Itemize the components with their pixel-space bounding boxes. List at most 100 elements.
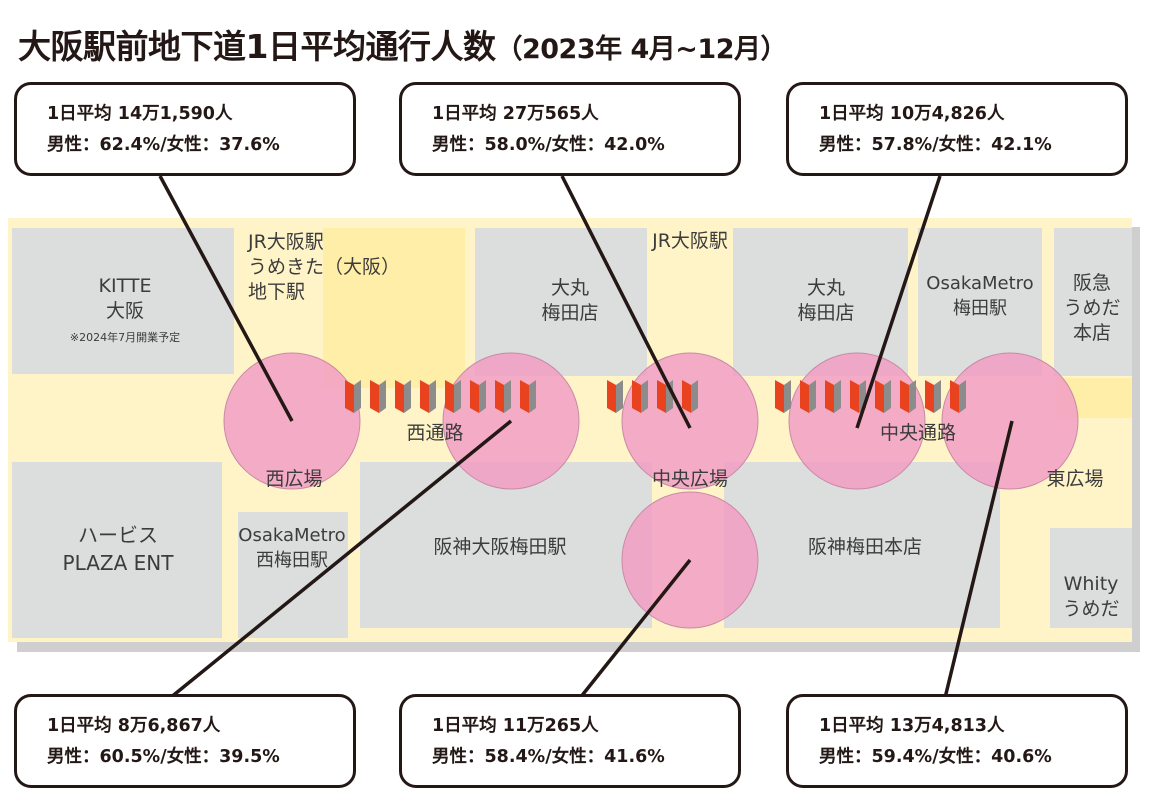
sensor-flap-grey [529, 380, 536, 413]
sensor-flap-grey [429, 380, 436, 413]
building-daimaru-east [733, 228, 908, 376]
sensor-flap-red [607, 380, 616, 413]
callout-count: 1日平均 27万565人 [432, 104, 599, 124]
label-metro-umeda-1: OsakaMetro [926, 273, 1034, 294]
callout-gender: 男性：62.4%/女性：37.6% [47, 135, 280, 155]
callout-central-plaza-south: 1日平均 11万265人 男性：58.4%/女性：41.6% [399, 694, 741, 788]
sensor-flap-grey [404, 380, 411, 413]
building-metro-umeda [918, 228, 1042, 376]
building-hankyu [1054, 228, 1132, 376]
sensor-flap-red [900, 380, 909, 413]
circle-central-plaza [621, 352, 759, 490]
callout-central-passage: 1日平均 10万4,826人 男性：57.8%/女性：42.1% [786, 82, 1128, 176]
building-herbis [12, 462, 222, 638]
sensor-flap-grey [479, 380, 486, 413]
building-metro-nishi [238, 512, 348, 638]
label-kitte-note: ※2024年7月開業予定 [69, 331, 181, 344]
sensor-flap-grey [959, 380, 966, 413]
circle-east-plaza [941, 352, 1079, 490]
label-nishi-hiroba: 西広場 [265, 468, 323, 490]
callout-west-plaza: 1日平均 14万1,590人 男性：62.4%/女性：37.6% [14, 82, 356, 176]
label-whity: Whity うめだ [1050, 572, 1132, 622]
sensor-flap-grey [454, 380, 461, 413]
sensor-flap-red [445, 380, 454, 413]
buildings [12, 228, 1132, 638]
label-herbis-2: PLAZA ENT [62, 551, 174, 575]
sensor-flap-red [395, 380, 404, 413]
label-whity-1: Whity [1063, 573, 1119, 595]
building-hanshin-osaka [360, 462, 652, 628]
label-metro-nishi-1: OsakaMetro [238, 525, 346, 546]
callout-gender: 男性：59.4%/女性：40.6% [819, 747, 1052, 767]
label-jr-umekita-1: JR大阪駅 [248, 231, 324, 253]
sensor-flap-grey [641, 380, 648, 413]
sensor-flap-red [850, 380, 859, 413]
sensor-flap-red [520, 380, 529, 413]
sensor-flap-red [800, 380, 809, 413]
page-title: 大阪駅前地下道1日平均通行人数（2023年 4月~12月） [18, 20, 787, 68]
label-kitte-osaka: 大阪 [105, 300, 144, 322]
label-daimaru-west: 大丸 梅田店 [510, 276, 630, 326]
building-daimaru-west [475, 228, 647, 376]
callout-count: 1日平均 10万4,826人 [819, 104, 1005, 124]
label-herbis: ハービス PLAZA ENT [30, 521, 206, 577]
sensor-flap-red [495, 380, 504, 413]
label-hankyu-2: うめだ [1063, 297, 1121, 319]
label-daimaru-east-1: 大丸 [806, 277, 845, 299]
sensor-flap-red [420, 380, 429, 413]
label-jr-umekita: JR大阪駅 うめきた（大阪） 地下駅 [248, 230, 400, 305]
building-kitte [12, 228, 234, 374]
sensor-flap-grey [784, 380, 791, 413]
callout-east-plaza: 1日平均 13万4,813人 男性：59.4%/女性：40.6% [786, 694, 1128, 788]
title-period: （2023年 4月~12月） [495, 34, 787, 65]
sensor-flap-red [632, 380, 641, 413]
label-daimaru-west-2: 梅田店 [541, 302, 599, 324]
callout-west-passage: 1日平均 8万6,867人 男性：60.5%/女性：39.5% [14, 694, 356, 788]
label-chuo-tsuro: 中央通路 [879, 422, 956, 444]
label-hankyu: 阪急 うめだ 本店 [1056, 271, 1128, 346]
sensor-flap-red [875, 380, 884, 413]
label-hankyu-3: 本店 [1072, 322, 1111, 344]
callout-central-plaza: 1日平均 27万565人 男性：58.0%/女性：42.0% [399, 82, 741, 176]
callout-gender: 男性：58.0%/女性：42.0% [432, 135, 665, 155]
sensor-flap-grey [616, 380, 623, 413]
label-daimaru-east: 大丸 梅田店 [766, 276, 886, 326]
callout-gender: 男性：60.5%/女性：39.5% [47, 747, 280, 767]
building-hanshin-honten [724, 462, 1000, 628]
sensor-flaps [345, 380, 966, 413]
label-hankyu-1: 阪急 [1072, 272, 1111, 294]
label-jr-umekita-3: 地下駅 [248, 281, 306, 303]
label-jr-osaka: JR大阪駅 [652, 230, 728, 252]
sensor-flap-red [950, 380, 959, 413]
building-whity [1050, 528, 1132, 628]
label-daimaru-west-1: 大丸 [550, 277, 589, 299]
sensor-flap-grey [834, 380, 841, 413]
leader-lines [158, 175, 1014, 700]
label-metro-nishi: OsakaMetro 西梅田駅 [232, 523, 352, 573]
label-whity-2: うめだ [1062, 598, 1120, 620]
sensor-flap-red [825, 380, 834, 413]
sensor-flap-red [925, 380, 934, 413]
sensor-flap-grey [691, 380, 698, 413]
callout-count: 1日平均 11万265人 [432, 716, 599, 736]
sensor-flap-grey [354, 380, 361, 413]
sensor-flap-grey [809, 380, 816, 413]
label-nishi-tsuro: 西通路 [406, 422, 464, 444]
title-main: 大阪駅前地下道1日平均通行人数 [18, 27, 496, 66]
sensor-flap-red [470, 380, 479, 413]
callout-count: 1日平均 8万6,867人 [47, 716, 221, 736]
label-jr-umekita-2: うめきた（大阪） [248, 256, 401, 278]
leader-central-plaza [560, 175, 692, 429]
callout-gender: 男性：57.8%/女性：42.1% [819, 135, 1052, 155]
label-metro-umeda: OsakaMetro 梅田駅 [918, 271, 1042, 321]
sensor-flap-red [657, 380, 666, 413]
label-kitte: KITTE 大阪 ※2024年7月開業予定 [30, 274, 220, 346]
label-hanshin-honten: 阪神梅田本店 [807, 536, 922, 558]
sensor-flap-grey [934, 380, 941, 413]
sensor-flap-red [345, 380, 354, 413]
callout-count: 1日平均 13万4,813人 [819, 716, 1005, 736]
label-higashi-hiroba: 東広場 [1046, 468, 1104, 490]
label-hanshin-osaka: 阪神大阪梅田駅 [433, 536, 567, 558]
sensor-flap-red [682, 380, 691, 413]
